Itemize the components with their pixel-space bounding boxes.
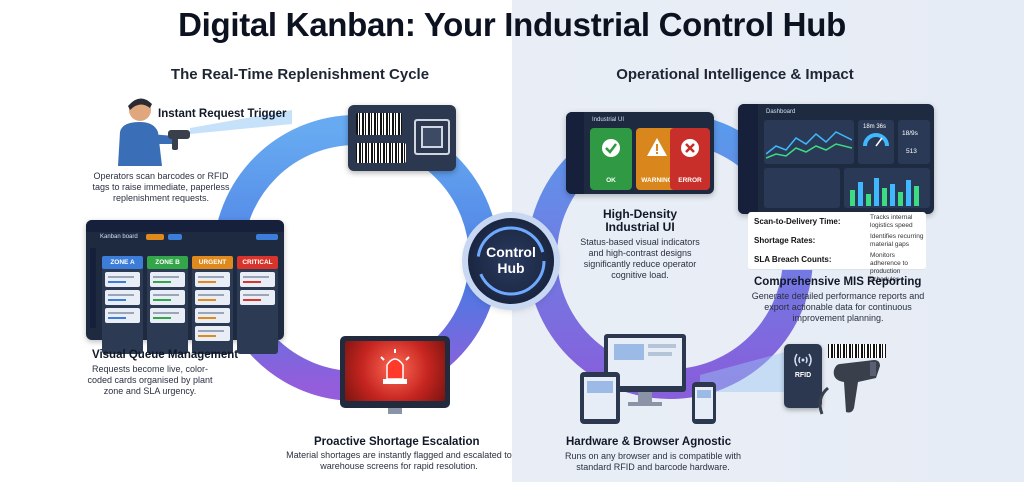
line-chart-graphic	[766, 131, 852, 159]
handheld-scanner-icon	[818, 360, 880, 415]
hub-label-line2: Hub	[497, 260, 525, 276]
kanban-column-header: CRITICAL	[237, 256, 278, 269]
kpi-row: Scan-to-Delivery Time: Tracks internal l…	[748, 212, 926, 232]
kanban-column-critical: CRITICAL	[237, 256, 278, 354]
hardware-title: Hardware & Browser Agnostic	[566, 436, 732, 448]
close-icon	[681, 139, 699, 157]
barcode-sticker	[828, 344, 886, 358]
scan-beam	[190, 110, 292, 134]
kanban-column-header: ZONE A	[102, 256, 143, 269]
queue-title: Visual Queue Management	[92, 349, 239, 361]
kanban-column-urgent-sla: URGENT SLA	[192, 256, 233, 354]
gauge-graphic	[863, 133, 889, 147]
kanban-card[interactable]	[150, 272, 185, 287]
operator-illustration	[118, 98, 190, 166]
kanban-column-zone-b: ZONE B	[147, 256, 188, 354]
rfid-reader: RFID	[784, 344, 822, 408]
siren-icon	[380, 349, 410, 384]
dashboard-kpi-b: 18/9s	[902, 130, 918, 137]
trigger-title: Instant Request Trigger	[158, 108, 287, 120]
kanban-column-zone-a: ZONE A	[102, 256, 143, 354]
dashboard-panel: Dashboard 18m 36s 18/9s 513	[738, 104, 934, 214]
kanban-card[interactable]	[195, 326, 230, 341]
hardware-desc: Runs on any browser and is compatible wi…	[564, 451, 742, 472]
trigger-desc: Operators scan barcodes or RFID tags to …	[92, 171, 230, 203]
bar-chart-graphic	[850, 178, 919, 206]
wireless-signal-icon	[794, 353, 812, 367]
rfid-tag-icon	[414, 119, 450, 155]
kanban-board: Kanban board ZONE A ZONE B URGENT SLA CR…	[86, 220, 284, 354]
status-ok: OK	[590, 128, 632, 190]
kanban-card[interactable]	[240, 290, 275, 305]
kanban-column-header: ZONE B	[147, 256, 188, 269]
kanban-column-header: URGENT SLA	[192, 256, 233, 279]
barcode-label-2	[356, 143, 406, 163]
industrial-ui-title: Industrial UI	[592, 117, 625, 123]
warning-icon	[647, 138, 667, 156]
hub-label-line1: Control	[486, 244, 536, 260]
hub-ring	[476, 226, 546, 296]
dashboard-title: Dashboard	[766, 109, 796, 115]
mis-desc: Generate detailed performance reports an…	[751, 291, 925, 323]
kanban-card[interactable]	[105, 272, 140, 287]
escalation-desc: Material shortages are instantly flagged…	[286, 450, 512, 471]
barcode-scanner-icon	[168, 130, 190, 139]
queue-desc: Requests become live, color-coded cards …	[87, 364, 213, 396]
rfid-beam	[700, 352, 785, 392]
kpi-row: SLA Breach Counts: Monitors adherence to…	[748, 250, 926, 283]
barcode-rfid-card	[348, 105, 456, 171]
kanban-card[interactable]	[150, 290, 185, 305]
page-title: Digital Kanban: Your Industrial Control …	[178, 6, 846, 43]
kanban-card[interactable]	[240, 272, 275, 287]
dashboard-kpi-c: 513	[906, 148, 917, 155]
kpi-row: Shortage Rates: Identifies recurring mat…	[748, 231, 926, 251]
dashboard-kpi-a: 18m 36s	[863, 124, 887, 130]
industrial-ui-panel: Industrial UI OK WARNING ERROR	[566, 112, 714, 194]
check-icon	[602, 139, 620, 157]
rfid-label: RFID	[794, 372, 812, 379]
industrial-ui-desc: Status-based visual indicators and high-…	[580, 237, 700, 280]
barcode-label	[356, 113, 402, 135]
status-error: ERROR	[670, 128, 710, 190]
kanban-card[interactable]	[195, 290, 230, 305]
alert-monitor	[340, 336, 450, 414]
escalation-title: Proactive Shortage Escalation	[314, 436, 480, 448]
control-hub: Control Hub	[468, 218, 554, 304]
kanban-card[interactable]	[105, 308, 140, 323]
section-title-left: The Real-Time Replenishment Cycle	[170, 66, 430, 83]
kanban-board-title: Kanban board	[100, 234, 138, 240]
industrial-ui-heading: High-Density Industrial UI	[602, 207, 677, 234]
section-title-right: Operational Intelligence & Impact	[616, 66, 854, 83]
kanban-card[interactable]	[105, 290, 140, 305]
kanban-card[interactable]	[195, 308, 230, 323]
mis-title: Comprehensive MIS Reporting	[754, 276, 922, 288]
kanban-card[interactable]	[195, 272, 230, 287]
kanban-card[interactable]	[150, 308, 185, 323]
devices-illustration	[580, 334, 716, 424]
